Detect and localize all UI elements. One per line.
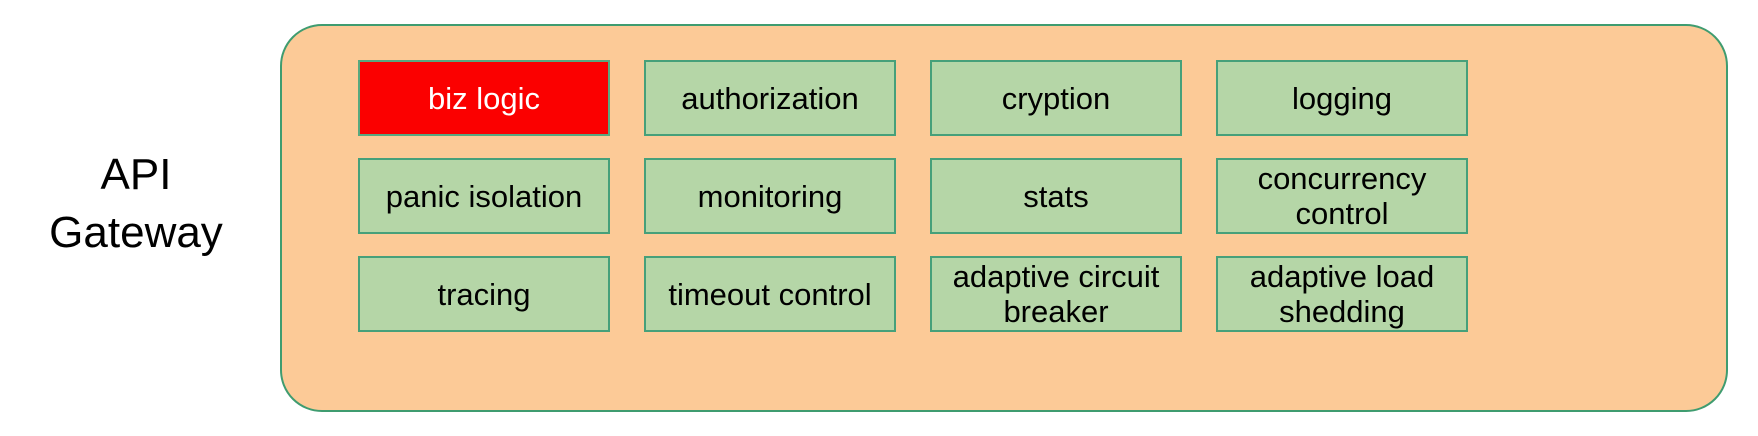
module-box-timeout-control[interactable]: timeout control (644, 256, 896, 332)
module-box-cryption[interactable]: cryption (930, 60, 1182, 136)
module-box-tracing[interactable]: tracing (358, 256, 610, 332)
module-box-adaptive-load-shedding[interactable]: adaptive load shedding (1216, 256, 1468, 332)
api-gateway-container: biz logic authorization cryption logging pan… (280, 24, 1728, 412)
module-box-authorization[interactable]: authorization (644, 60, 896, 136)
api-gateway-label: API Gateway (49, 150, 223, 257)
module-box-concurrency-control[interactable]: concurrency control (1216, 158, 1468, 234)
module-box-logging[interactable]: logging (1216, 60, 1468, 136)
module-grid: biz logic authorization cryption logging pan… (358, 60, 1650, 384)
module-box-adaptive-circuit-breaker[interactable]: adaptive circuit breaker (930, 256, 1182, 332)
module-box-stats[interactable]: stats (930, 158, 1182, 234)
module-box-biz-logic[interactable]: biz logic (358, 60, 610, 136)
module-box-monitoring[interactable]: monitoring (644, 158, 896, 234)
module-box-panic-isolation[interactable]: panic isolation (358, 158, 610, 234)
